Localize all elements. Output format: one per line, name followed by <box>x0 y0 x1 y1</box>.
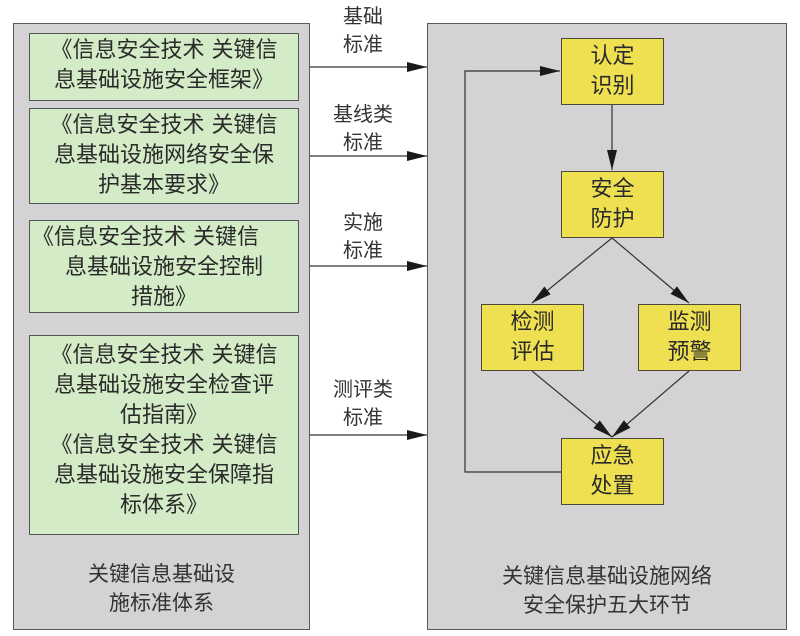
node-label: 认定 <box>590 43 635 69</box>
arrow-detect-to-respond <box>531 370 613 438</box>
node-label: 检测 <box>510 309 555 335</box>
standard-line: 息基础设施安全框架》 <box>53 68 274 93</box>
standard-line: 措施》 <box>130 285 197 310</box>
standard-line: 《信息安全技术 关键信 <box>50 113 278 138</box>
caption-line: 安全保护五大环节 <box>523 593 691 617</box>
connector-label-line: 测评类 <box>333 377 393 401</box>
standard-line: 息基础设施网络安全保 <box>53 143 274 168</box>
arrow-protect-to-monitor <box>611 237 690 304</box>
node-detect: 检测 评估 <box>481 304 584 371</box>
node-protect: 安全 防护 <box>561 171 664 238</box>
node-respond: 应急 处置 <box>561 438 664 505</box>
connector-label-line: 标准 <box>343 130 383 154</box>
node-monitor: 监测 预警 <box>638 304 741 371</box>
arrow-protect-to-detect <box>531 237 613 304</box>
standard-box-baseline: 《信息安全技术 关键信 息基础设施网络安全保 护基本要求》 <box>29 108 299 204</box>
caption-line: 关键信息基础设施网络 <box>502 564 712 588</box>
node-identify: 认定 识别 <box>561 38 664 105</box>
arrow-respond-feedback-to-identify <box>464 66 561 473</box>
standard-line: 息基础设施安全检查评 <box>53 373 274 398</box>
standard-box-evaluation: 《信息安全技术 关键信 息基础设施安全检查评 估指南》 《信息安全技术 关键信 … <box>29 335 299 535</box>
connector-label-line: 基础 <box>343 4 383 28</box>
node-label: 预警 <box>667 339 712 365</box>
caption-line: 施标准体系 <box>109 591 214 615</box>
standard-line: 护基本要求》 <box>97 173 230 198</box>
connector-label-line: 标准 <box>343 405 383 429</box>
connector-label-basic: 基础 标准 <box>308 2 418 58</box>
connector-label-line: 标准 <box>343 238 383 262</box>
standard-line: 估指南》 <box>119 403 208 428</box>
caption-line: 关键信息基础设 <box>88 562 235 586</box>
connector-label-line: 标准 <box>343 32 383 56</box>
node-label: 处置 <box>590 473 635 499</box>
left-panel-caption: 关键信息基础设 施标准体系 <box>13 560 310 618</box>
connector-label-line: 实施 <box>343 210 383 234</box>
standard-line: 《信息安全技术 关键信 <box>50 343 278 368</box>
connector-label-evaluation: 测评类 标准 <box>308 375 418 431</box>
standard-line: 标体系》 <box>119 493 208 518</box>
standard-box-controls: 《信息安全技术 关键信 息基础设施安全控制 措施》 <box>29 220 299 313</box>
node-label: 监测 <box>667 309 712 335</box>
node-label: 应急 <box>590 443 635 469</box>
connector-label-implementation: 实施 标准 <box>308 208 418 264</box>
standard-line: 息基础设施安全保障指 <box>53 463 274 488</box>
node-label: 评估 <box>510 339 555 365</box>
right-panel-caption: 关键信息基础设施网络 安全保护五大环节 <box>427 562 787 620</box>
node-label: 防护 <box>590 206 635 232</box>
standard-line: 《信息安全技术 关键信 <box>50 433 278 458</box>
standard-line: 息基础设施安全控制 <box>64 255 263 280</box>
connector-label-baseline: 基线类 标准 <box>308 100 418 156</box>
standard-line: 《信息安全技术 关键信 <box>50 38 278 63</box>
connector-label-line: 基线类 <box>333 102 393 126</box>
standard-line: 《信息安全技术 关键信 <box>32 225 259 250</box>
node-label: 安全 <box>590 176 635 202</box>
node-label: 识别 <box>590 73 635 99</box>
arrow-monitor-to-respond <box>611 370 690 438</box>
standard-box-framework: 《信息安全技术 关键信 息基础设施安全框架》 <box>29 33 299 101</box>
